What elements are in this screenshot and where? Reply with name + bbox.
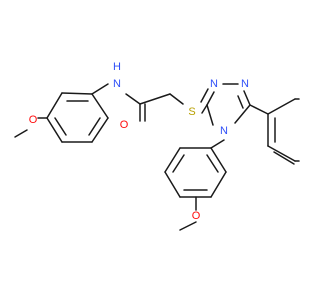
molecule-canvas: H N O S N N N O O: [14, 61, 300, 231]
bond-triazole-n1-c5: [243, 90, 251, 106]
bond-n-carbonyl: [125, 93, 141, 105]
bond-ring1-n: [91, 83, 109, 95]
molecule-structure: H N O S N N N O O: [14, 61, 300, 231]
sulfur-label: S: [188, 106, 195, 118]
bond-ring1-3: [91, 117, 109, 143]
bond-ring2-6: [210, 147, 227, 173]
nh-label: H: [113, 61, 121, 73]
bond-triazole-c3-n2-double: [200, 88, 209, 103]
bond-triazole-c3-n4: [206, 104, 214, 126]
bond-phenyl-2: [267, 145, 296, 162]
bond-phenyl-4: [267, 98, 296, 115]
bond-ring2-2: [164, 147, 181, 173]
triazole-nitrogen-top-left-label: N: [210, 78, 218, 90]
bond-s-triazole: [201, 104, 208, 114]
bond-triazole-c3-n2: [206, 91, 215, 106]
carbonyl-oxygen-label: O: [120, 119, 129, 131]
bond-ring1-1: [61, 92, 93, 95]
bond-ring2-3: [164, 171, 181, 198]
bond-phenyl-double-2: [273, 151, 295, 165]
bond-triazole-c5-n4: [234, 104, 251, 124]
bond-ring2-double-3: [206, 154, 219, 173]
bond-ring2-5: [210, 171, 227, 198]
methoxy-oxygen-bottom-label: O: [192, 210, 201, 222]
triazole-nitrogen-bottom-label: N: [220, 125, 228, 137]
methoxy-oxygen-left-label: O: [29, 114, 38, 126]
amide-nitrogen-label: N: [113, 78, 121, 90]
bond-ome-methyl-left: [14, 129, 28, 138]
bond-n4-ring2: [210, 139, 225, 149]
bond-ring1-double-2: [88, 117, 101, 136]
bond-ch2-s: [169, 93, 184, 105]
bond-ring1-double-3: [54, 117, 67, 136]
triazole-nitrogen-top-right-label: N: [241, 78, 249, 90]
bonds: [14, 83, 300, 231]
bond-ome-methyl-bottom: [179, 221, 197, 231]
bond-c5-phenyl: [249, 104, 269, 115]
atom-labels: H N O S N N N O O: [29, 61, 249, 222]
bond-ring1-2: [91, 93, 109, 119]
bond-ring1-5: [46, 117, 63, 143]
bond-ring2-double-1: [172, 154, 185, 173]
bond-carbonyl-ch2: [139, 93, 171, 105]
bond-triazole-n1-c5-double: [237, 95, 244, 109]
bond-ring1-6: [46, 92, 63, 119]
